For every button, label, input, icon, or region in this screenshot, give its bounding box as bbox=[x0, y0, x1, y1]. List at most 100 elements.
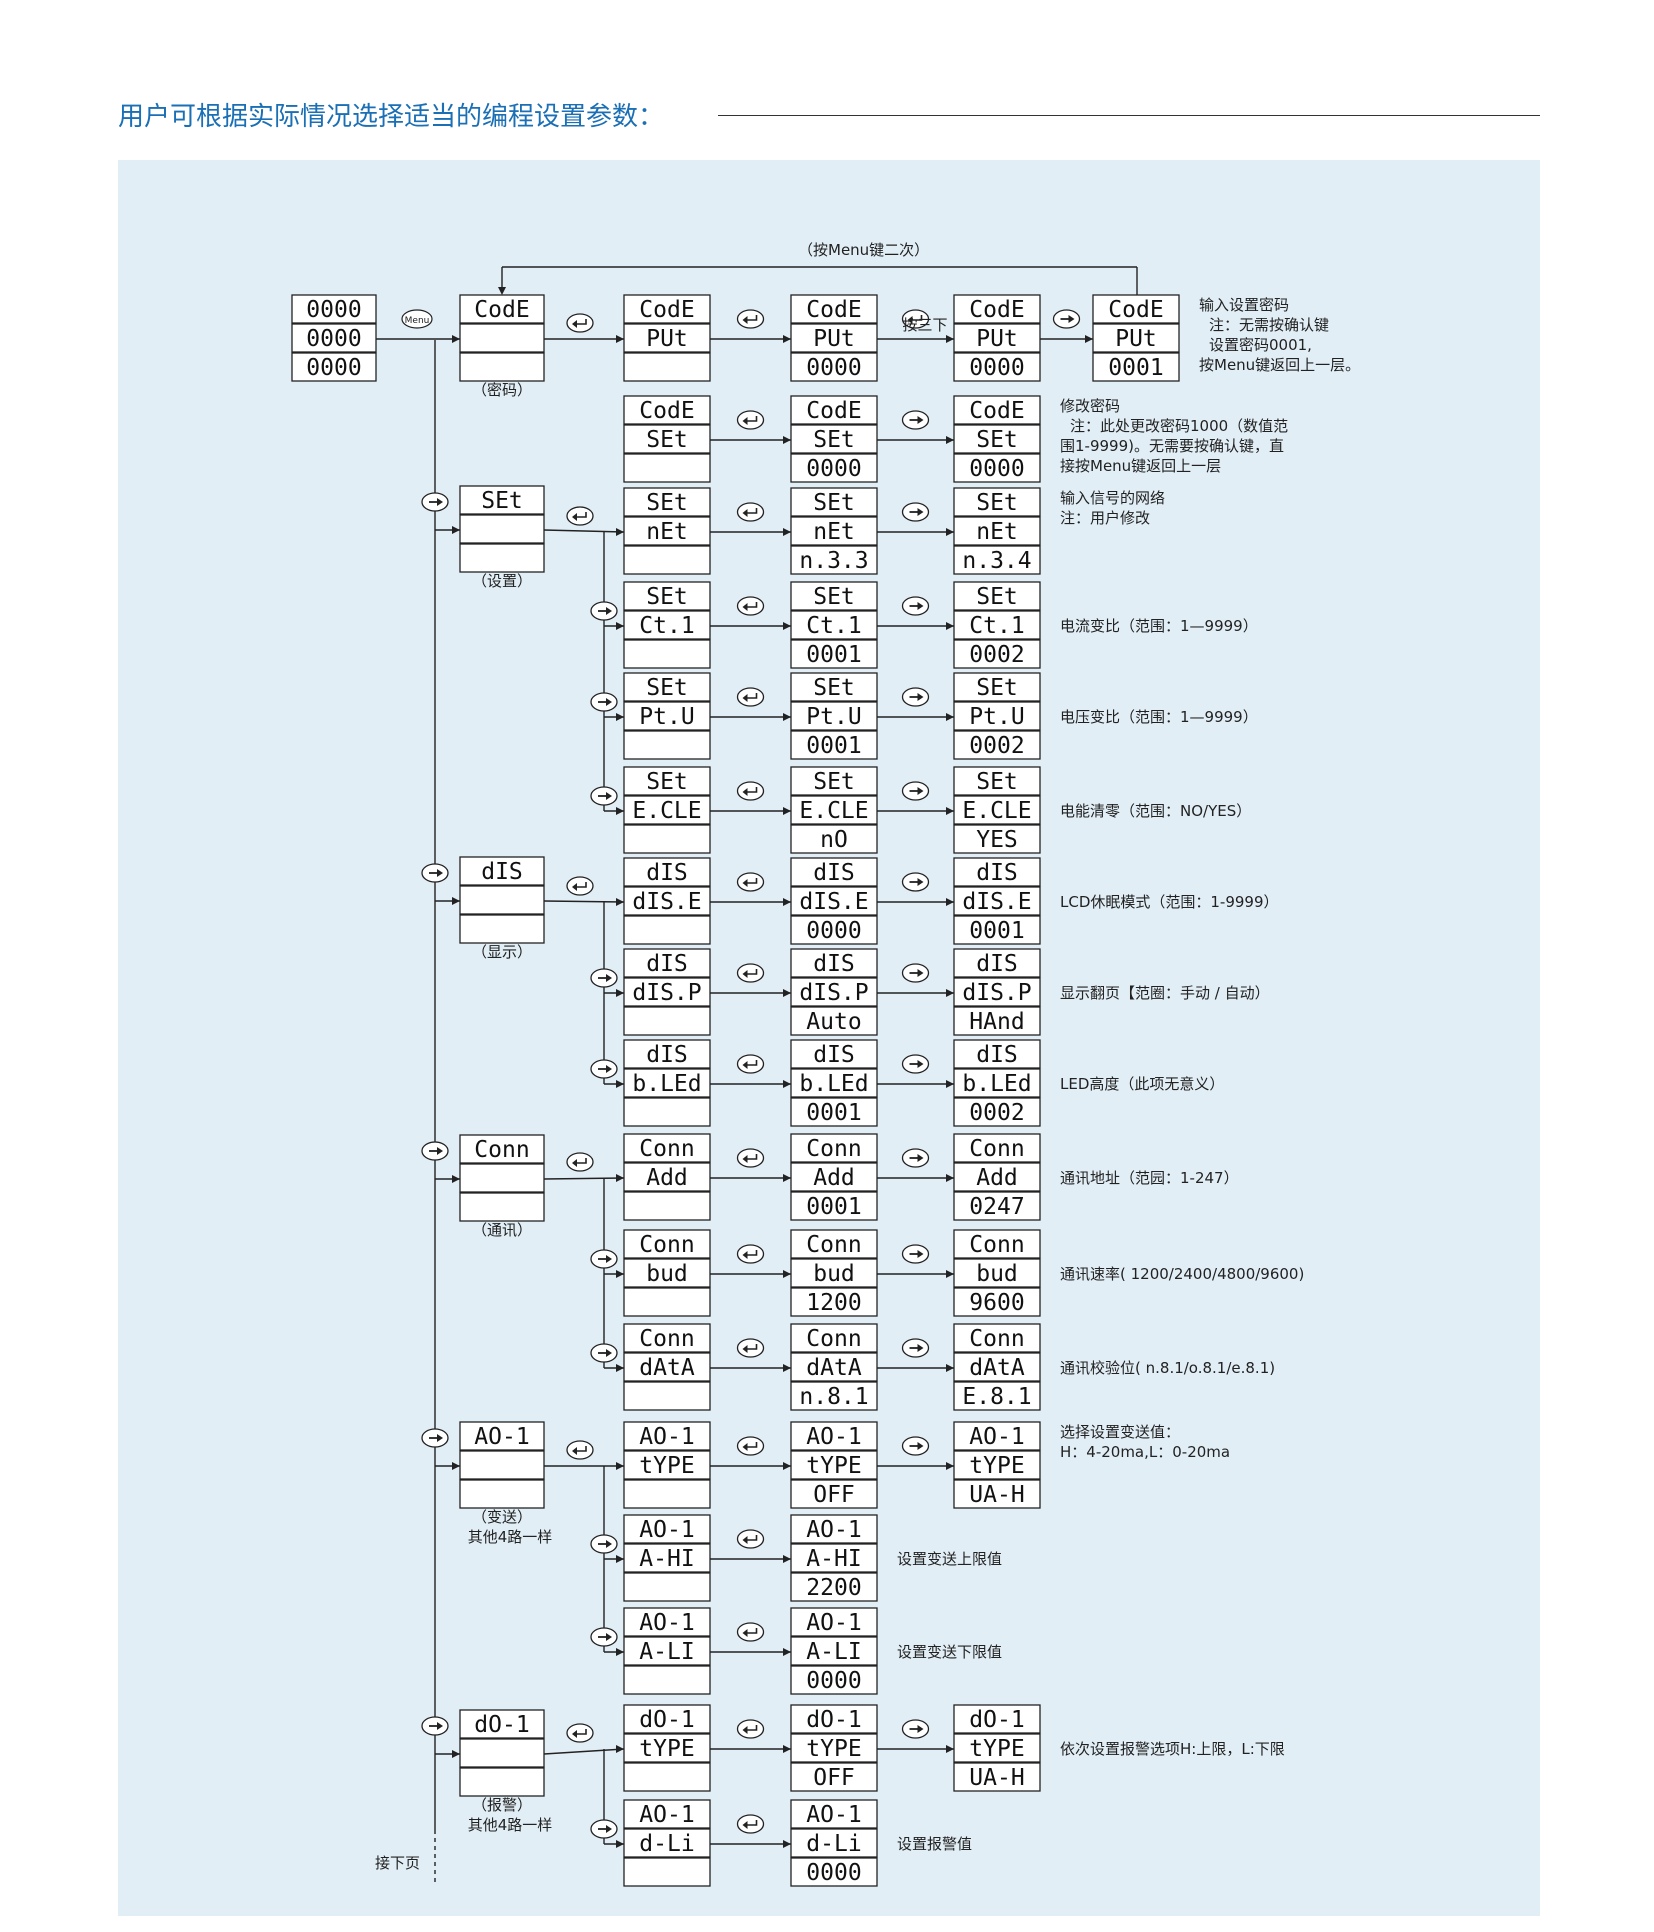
shift-key-icon bbox=[421, 1141, 449, 1161]
arrow-head bbox=[783, 1745, 791, 1753]
lcd-line-3: 0000 bbox=[806, 355, 861, 381]
lcd-line-2: Pt.U bbox=[969, 704, 1024, 730]
lcd-line-1: dIS bbox=[976, 1042, 1018, 1068]
lcd-segment bbox=[953, 1421, 1041, 1451]
lcd-line-2: 0000 bbox=[306, 326, 361, 352]
arrow-head bbox=[783, 898, 791, 906]
lcd-line-2: dIS.E bbox=[799, 889, 868, 915]
shift-key-icon bbox=[901, 410, 930, 430]
lcd-segment bbox=[953, 1704, 1041, 1734]
lcd-line-3: OFF bbox=[813, 1765, 855, 1791]
arrow-head bbox=[616, 1174, 624, 1182]
lcd-segment bbox=[790, 1733, 878, 1763]
lcd-segment bbox=[623, 424, 711, 454]
shift-key-icon bbox=[901, 963, 930, 983]
lcd-segment bbox=[459, 1709, 545, 1739]
lcd-line-1: SEt bbox=[646, 675, 688, 701]
heading-rule bbox=[718, 115, 1540, 116]
lcd-segment bbox=[953, 857, 1041, 887]
lcd-line-1: Conn bbox=[806, 1232, 861, 1258]
arrow-head bbox=[616, 335, 624, 343]
row-0-note-2: 设置密码0001, bbox=[1209, 336, 1312, 354]
enter-key-icon bbox=[736, 687, 765, 707]
enter-key-icon bbox=[736, 1814, 765, 1834]
lcd-segment bbox=[953, 1381, 1041, 1411]
arrow-head bbox=[783, 807, 791, 815]
lcd-segment bbox=[459, 856, 545, 886]
lcd-segment bbox=[790, 516, 878, 546]
lcd-segment bbox=[623, 1514, 711, 1544]
lcd-line-2: Ct.1 bbox=[806, 613, 861, 639]
shift-key-icon bbox=[590, 692, 618, 712]
lcd-segment bbox=[459, 1134, 545, 1164]
lcd-line-2: nEt bbox=[646, 519, 688, 545]
enter-key-icon bbox=[736, 309, 765, 329]
lcd-line-1: dIS bbox=[976, 951, 1018, 977]
lcd-line-2: Ct.1 bbox=[969, 613, 1024, 639]
lcd-line-2: tYPE bbox=[639, 1736, 694, 1762]
arrow-head bbox=[616, 622, 624, 630]
lcd-line-2: bud bbox=[813, 1261, 855, 1287]
lcd-segment bbox=[459, 1479, 545, 1509]
lcd-line-1: Conn bbox=[806, 1136, 861, 1162]
lcd-line-1: SEt bbox=[813, 769, 855, 795]
lcd-line-2: b.LEd bbox=[962, 1071, 1031, 1097]
arrow-head bbox=[498, 287, 506, 295]
lcd-line-2: b.LEd bbox=[632, 1071, 701, 1097]
arrow-head bbox=[452, 335, 460, 343]
lcd-segment bbox=[790, 1704, 878, 1734]
lcd-segment bbox=[623, 1068, 711, 1098]
lcd-segment bbox=[790, 1857, 878, 1887]
lcd-line-1: SEt bbox=[481, 488, 523, 514]
lcd-segment bbox=[953, 610, 1041, 640]
enter-key-icon bbox=[736, 1622, 765, 1642]
lcd-line-1: Conn bbox=[969, 1136, 1024, 1162]
lcd-line-3: 0247 bbox=[969, 1194, 1024, 1220]
row-9-note-0: 通讯地址（范园：1-247） bbox=[1060, 1169, 1239, 1187]
row-0-note-0: 输入设置密码 bbox=[1199, 296, 1289, 314]
lcd-segment bbox=[790, 977, 878, 1007]
arrow-head bbox=[616, 713, 624, 721]
arrow-head bbox=[783, 713, 791, 721]
lcd-line-3: YES bbox=[976, 827, 1018, 853]
lcd-segment bbox=[623, 610, 711, 640]
row-13-note-0: 设置变送上限值 bbox=[897, 1550, 1002, 1568]
lcd-line-1: AO-1 bbox=[806, 1610, 861, 1636]
enter-key-icon bbox=[736, 502, 765, 522]
lcd-line-1: Conn bbox=[969, 1232, 1024, 1258]
lcd-segment bbox=[790, 795, 878, 825]
shift-key-icon bbox=[590, 1534, 618, 1554]
lcd-line-1: SEt bbox=[813, 675, 855, 701]
arrow-head bbox=[783, 1270, 791, 1278]
lcd-line-1: dIS bbox=[813, 860, 855, 886]
lcd-line-2: Pt.U bbox=[806, 704, 861, 730]
lcd-segment bbox=[953, 323, 1041, 353]
menu-conn-caption: （通讯） bbox=[472, 1221, 532, 1239]
lcd-segment bbox=[623, 1857, 711, 1887]
lcd-segment bbox=[459, 1163, 545, 1193]
lcd-line-2: A-HI bbox=[639, 1546, 694, 1572]
lcd-segment bbox=[790, 453, 878, 483]
row-2-note-0: 输入信号的网络 bbox=[1060, 489, 1165, 507]
lcd-segment bbox=[623, 857, 711, 887]
lcd-line-1: AO-1 bbox=[969, 1424, 1024, 1450]
menu-ao-display: AO-1 bbox=[459, 1421, 545, 1509]
arrow-head bbox=[452, 1750, 460, 1758]
lcd-segment bbox=[790, 1572, 878, 1602]
lcd-segment bbox=[459, 294, 545, 324]
lcd-line-1: dIS bbox=[646, 951, 688, 977]
lcd-segment bbox=[953, 1479, 1041, 1509]
lcd-segment bbox=[790, 857, 878, 887]
row-1-note-3: 接按Menu键返回上一层 bbox=[1060, 457, 1221, 475]
lcd-line-2: bud bbox=[646, 1261, 688, 1287]
